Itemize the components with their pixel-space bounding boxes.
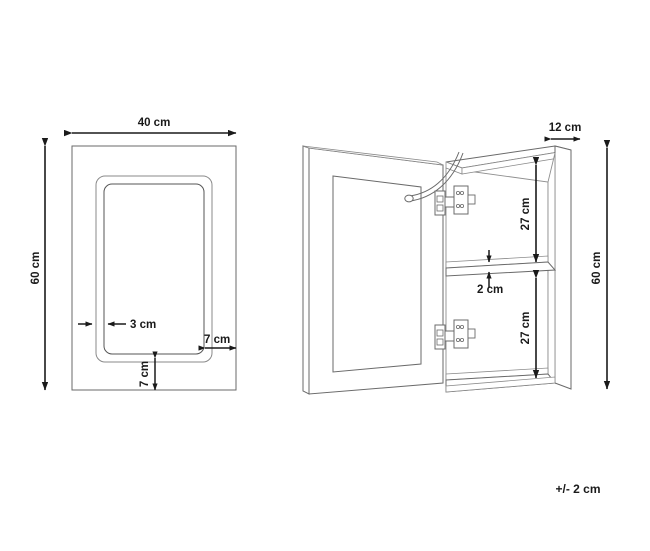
- label-open-height: 60 cm: [591, 252, 603, 285]
- label-mirror-side-margin: 3 cm: [130, 319, 156, 331]
- dimension-depth: 12 cm: [544, 122, 582, 142]
- label-depth: 12 cm: [549, 122, 582, 134]
- dimension-open-height: 60 cm: [591, 140, 611, 390]
- hinge-top-mount-plate: [453, 185, 469, 215]
- hinge-bottom-mount-plate: [453, 319, 469, 349]
- dimension-lower-compartment: 27 cm: [520, 270, 540, 379]
- label-shelf-thickness: 2 cm: [477, 284, 503, 296]
- concealed-hinge-top: [434, 185, 476, 216]
- hinge-bottom-arm: [444, 330, 455, 342]
- dimension-front-width: 40 cm: [64, 117, 237, 137]
- dimension-front-height: 60 cm: [30, 138, 49, 391]
- dimension-mirror-side-margin: 3 cm: [78, 319, 156, 331]
- dimension-upper-compartment: 27 cm: [520, 157, 540, 263]
- power-cable: [404, 151, 464, 203]
- label-upper-compartment: 27 cm: [520, 198, 532, 231]
- tolerance-note: +/- 2 cm: [555, 482, 600, 496]
- concealed-hinge-bottom: [434, 319, 476, 350]
- label-front-height: 60 cm: [30, 252, 42, 285]
- door-top-edge: [302, 145, 444, 166]
- cabinet-side-panel: [554, 145, 572, 390]
- front-elevation-view: [71, 145, 237, 391]
- shelf-slab: [445, 261, 557, 277]
- dimension-mirror-right-margin: 7 cm: [198, 334, 237, 351]
- cabinet-bottom-front-edge: [445, 376, 556, 393]
- label-mirror-right-margin: 7 cm: [204, 334, 230, 346]
- label-front-width: 40 cm: [138, 117, 171, 129]
- open-cabinet-view: [302, 145, 572, 395]
- cable-end-terminal: [404, 194, 414, 203]
- hinge-top-arm: [444, 196, 455, 208]
- dimension-mirror-bottom-margin: 7 cm: [139, 351, 158, 391]
- dimension-shelf-thickness: 2 cm: [477, 250, 503, 296]
- label-mirror-bottom-margin: 7 cm: [139, 361, 151, 387]
- door-mirror-inset: [332, 175, 422, 373]
- door-edge-thickness: [302, 145, 310, 395]
- label-lower-compartment: 27 cm: [520, 312, 532, 345]
